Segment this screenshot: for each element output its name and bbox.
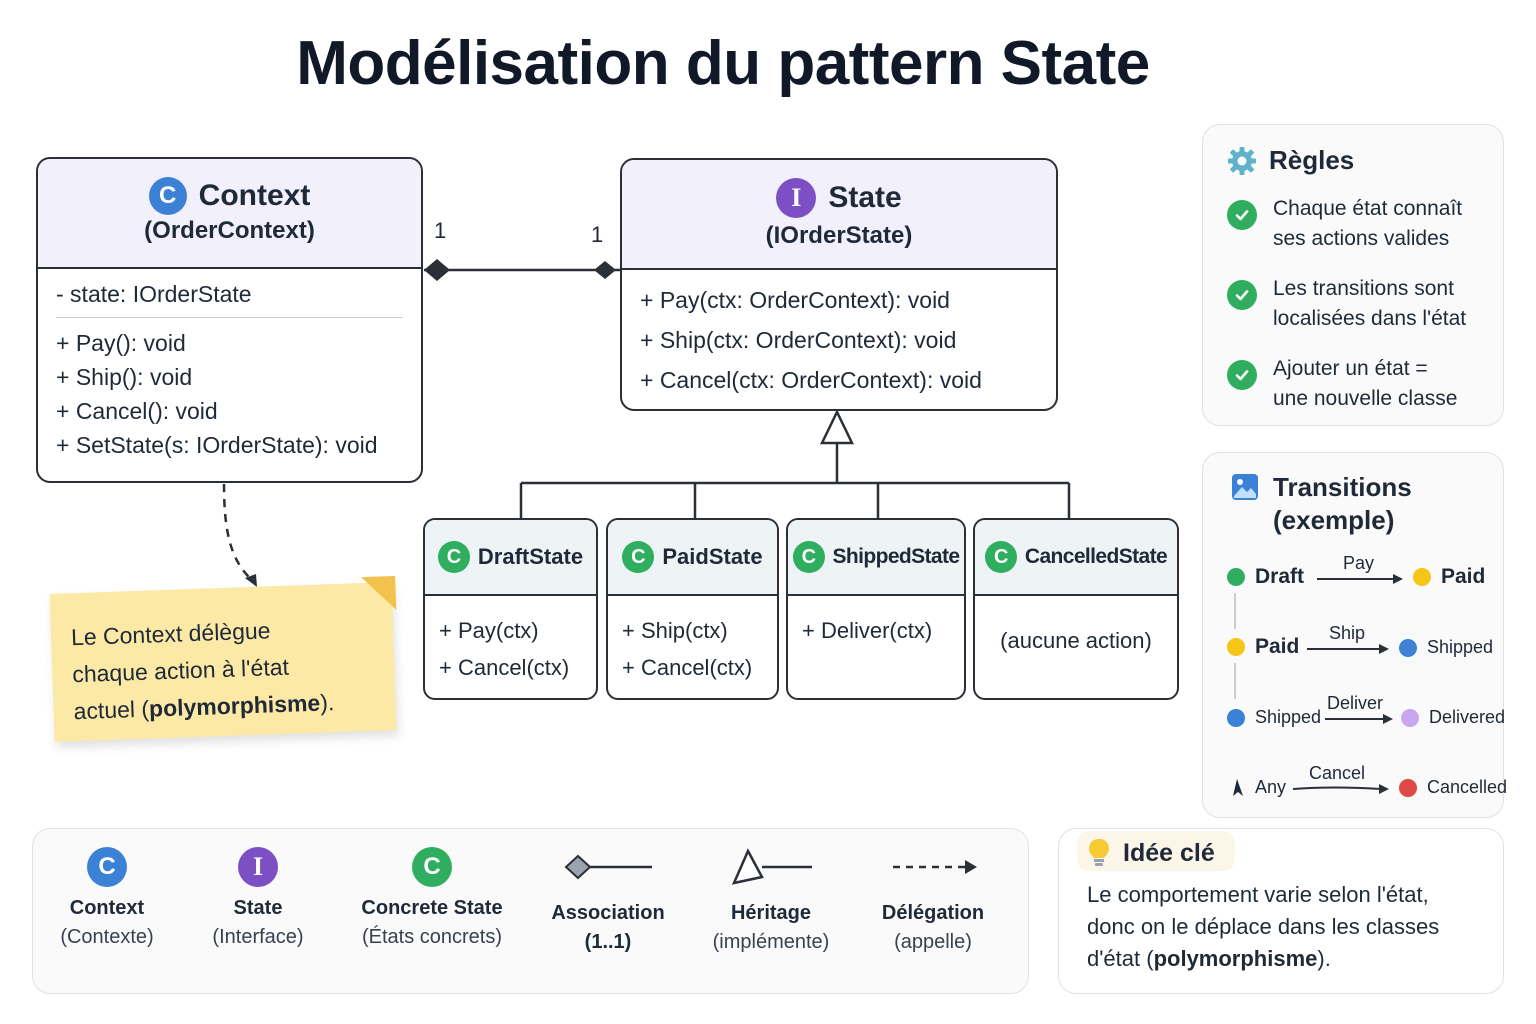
concrete-state-badge-icon: C: [412, 847, 452, 887]
rule-item: Ajouter un état =une nouvelle classe: [1227, 354, 1479, 414]
rules-title: Règles: [1269, 145, 1355, 175]
concrete-badge-icon: C: [984, 541, 1017, 573]
cancelled-state-box: C CancelledState (aucune action): [973, 518, 1179, 700]
concrete-badge-icon: C: [622, 541, 655, 573]
state-method-cancel: + Cancel(ctx: OrderContext): void: [640, 367, 982, 393]
legend-panel: C Context (Contexte) I State (Interface)…: [32, 828, 1029, 994]
cancelled-state-name: CancelledState: [1024, 545, 1168, 568]
legend-context: C Context (Contexte): [17, 847, 197, 949]
status-dot: [1227, 638, 1245, 656]
interface-badge-icon: I: [776, 178, 817, 218]
transition-event-pay: Pay: [1343, 553, 1375, 573]
status-dot: [1227, 708, 1245, 727]
cursor-icon: [1233, 778, 1243, 796]
context-method-pay: + Pay(): void: [56, 330, 186, 356]
status-dot: [1399, 638, 1417, 657]
draft-method-pay: + Pay(ctx): [439, 618, 539, 643]
inheritance-icon: [731, 848, 812, 885]
legend-association: Association (1..1): [518, 847, 698, 954]
delegation-sticky-note: Le Context délègue chaque action à l'éta…: [49, 575, 397, 742]
key-idea-header: Idée clé: [1077, 831, 1235, 871]
context-method-setstate: + SetState(s: IOrderState): void: [56, 432, 378, 458]
context-badge-icon: C: [148, 177, 187, 215]
interface-badge-icon: I: [238, 847, 278, 887]
legend-inheritance: Héritage (implémente): [681, 847, 861, 954]
legend-delegation: Délégation (appelle): [843, 847, 1023, 954]
shipped-method-deliver: + Deliver(ctx): [802, 618, 933, 643]
context-badge-icon: C: [87, 847, 127, 887]
note-fold-icon: [361, 575, 397, 612]
state-method-ship: + Ship(ctx: OrderContext): void: [640, 327, 957, 353]
paid-method-ship: + Ship(ctx): [622, 618, 728, 643]
key-idea-text: Le comportement varie selon l'état, donc…: [1087, 882, 1440, 971]
page-title: Modélisation du pattern State: [296, 29, 1150, 98]
status-dot: [1401, 708, 1419, 727]
association-diamond-right: [594, 261, 616, 279]
status-dot: [1227, 568, 1245, 586]
transition-to-paid: Paid: [1413, 565, 1485, 589]
association-diamond-left: [424, 259, 450, 281]
draft-method-cancel: + Cancel(ctx): [439, 655, 570, 680]
draft-state-box: C DraftState + Pay(ctx) + Cancel(ctx): [423, 518, 598, 700]
paid-state-box: C PaidState + Ship(ctx) + Cancel(ctx): [606, 518, 779, 700]
transitions-title: Transitions (exemple): [1273, 472, 1412, 535]
transition-from-any: Any: [1231, 777, 1286, 798]
transition-from-draft: Draft: [1227, 565, 1304, 589]
context-class-box: C Context (OrderContext) - state: IOrder…: [36, 157, 423, 483]
transition-from-shipped: Shipped: [1227, 707, 1321, 728]
context-class-header: C Context (OrderContext): [38, 159, 421, 269]
state-interface-name: State: [828, 181, 902, 214]
draft-state-name: DraftState: [477, 544, 584, 569]
concrete-badge-icon: C: [792, 541, 825, 573]
legend-concrete-state: C Concrete State (États concrets): [342, 847, 522, 949]
transitions-panel: Transitions (exemple) Draft Pay Paid Pai…: [1202, 452, 1507, 818]
transition-from-paid: Paid: [1227, 635, 1299, 659]
state-interface-stereotype: (IOrderState): [765, 222, 913, 249]
paid-state-name: PaidState: [662, 544, 763, 569]
inheritance-triangle: [820, 409, 854, 445]
key-idea-title: Idée clé: [1123, 838, 1215, 867]
transition-event-ship: Ship: [1329, 623, 1366, 643]
check-icon: [1227, 200, 1257, 230]
paid-method-cancel: + Cancel(ctx): [622, 655, 753, 680]
shipped-state-box: C ShippedState + Deliver(ctx): [786, 518, 966, 700]
state-method-pay: + Pay(ctx: OrderContext): void: [640, 287, 950, 313]
gear-icon: [1228, 146, 1256, 175]
transition-to-delivered: Delivered: [1401, 707, 1505, 728]
concrete-badge-icon: C: [437, 541, 470, 573]
association-multiplicity-right: 1: [591, 222, 604, 247]
check-icon: [1227, 360, 1257, 390]
state-interface-header: I State (IOrderState): [622, 160, 1056, 270]
transition-event-cancel: Cancel: [1309, 763, 1366, 783]
key-idea-panel: Idée clé Le comportement varie selon l'é…: [1058, 828, 1504, 994]
association-icon: [564, 854, 652, 880]
delegation-arrow: [222, 483, 253, 581]
transition-arrows: [1234, 574, 1403, 794]
image-icon: [1232, 474, 1258, 500]
delegation-icon: [893, 860, 977, 874]
context-method-cancel: + Cancel(): void: [56, 398, 218, 424]
check-icon: [1227, 280, 1257, 310]
state-interface-box: I State (IOrderState) + Pay(ctx: OrderCo…: [620, 158, 1058, 411]
transition-to-cancelled: Cancelled: [1399, 777, 1507, 798]
status-dot: [1413, 568, 1431, 586]
association-multiplicity-left: 1: [434, 218, 447, 243]
context-method-ship: + Ship(): void: [56, 364, 193, 390]
context-attribute: - state: IOrderState: [56, 277, 403, 318]
cancelled-no-action: (aucune action): [1000, 628, 1152, 653]
legend-state: I State (Interface): [168, 847, 348, 949]
status-dot: [1399, 778, 1417, 797]
lightbulb-icon: [1089, 839, 1109, 866]
context-class-name: Context: [198, 179, 311, 212]
transition-to-shipped: Shipped: [1399, 637, 1493, 658]
transition-event-deliver: Deliver: [1327, 693, 1384, 713]
shipped-state-name: ShippedState: [832, 545, 961, 568]
context-class-stereotype: (OrderContext): [144, 217, 315, 244]
